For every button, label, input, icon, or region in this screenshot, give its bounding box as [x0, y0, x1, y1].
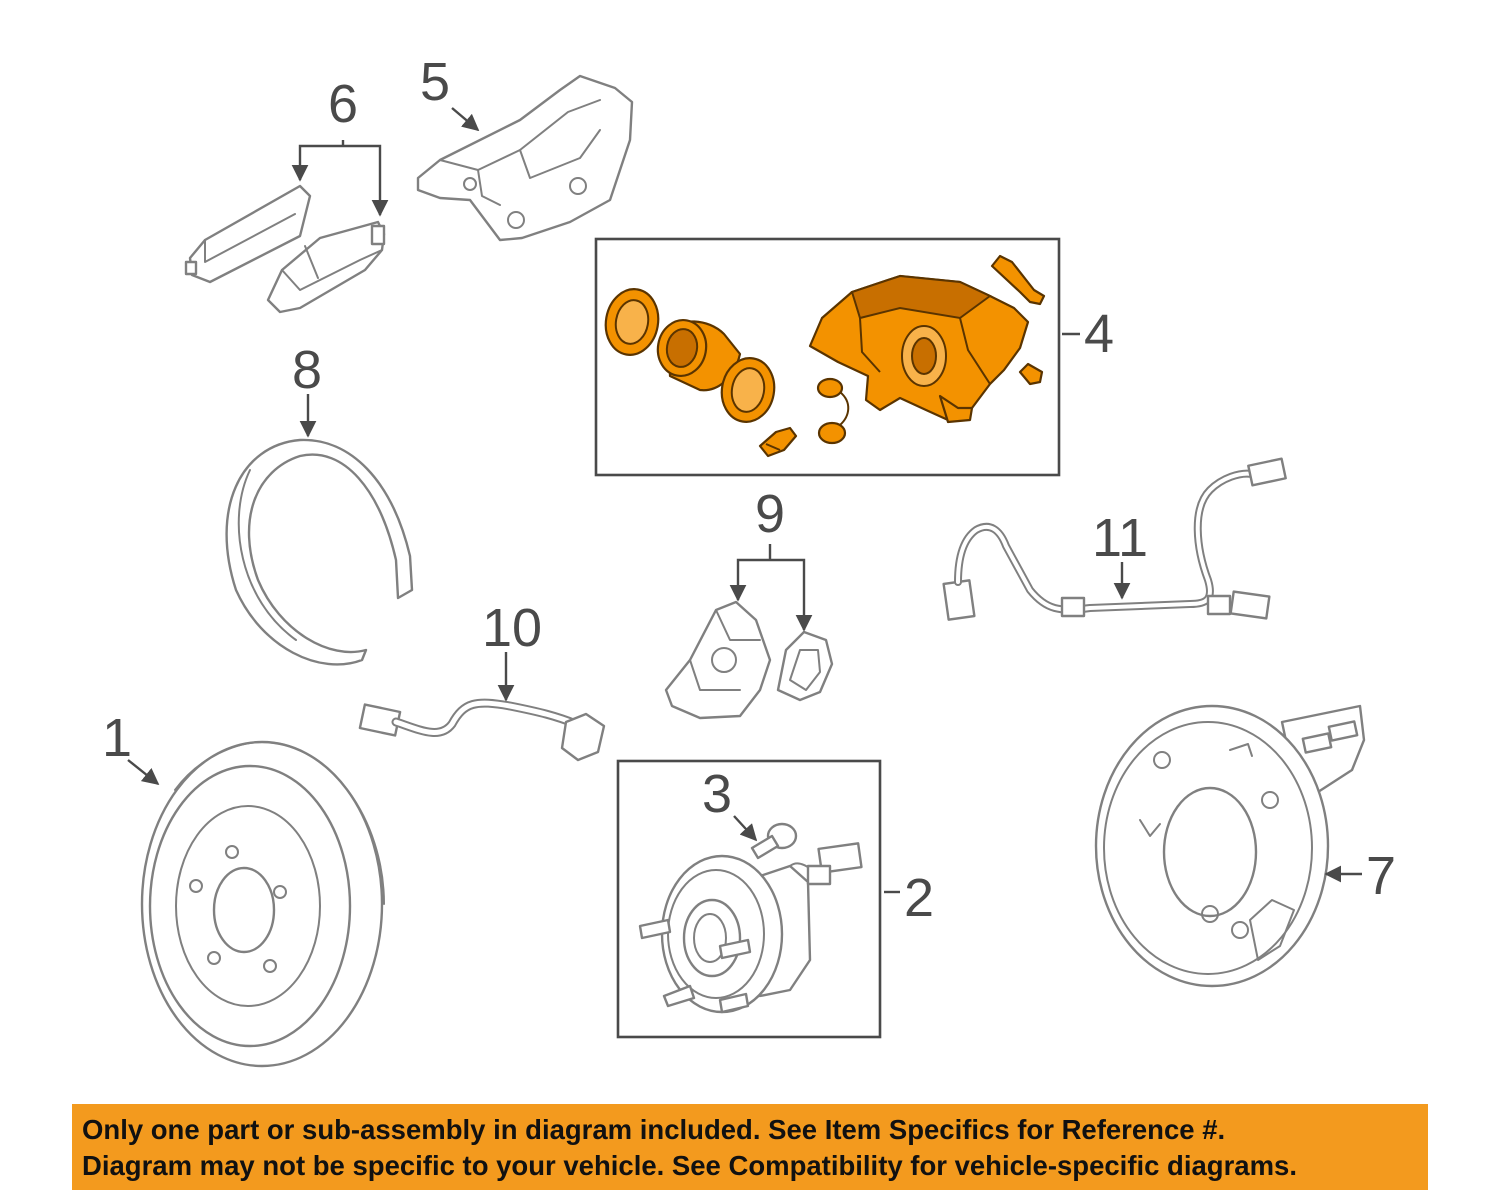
callout-1-leader: [127, 759, 160, 786]
abs-sensor-harness-part-10[interactable]: [358, 698, 606, 762]
brake-rotor-part-1[interactable]: [140, 740, 385, 1068]
callout-5-leader: [451, 107, 480, 132]
callout-1: 1: [102, 708, 132, 768]
callout-8: 8: [292, 340, 322, 400]
backing-plate-part-7[interactable]: [1094, 704, 1366, 988]
disclaimer-line-1: Only one part or sub-assembly in diagram…: [82, 1114, 1226, 1145]
callout-11: 11: [1092, 508, 1148, 568]
callout-4: 4: [1084, 304, 1114, 364]
callout-9: 9: [755, 484, 785, 544]
caliper-assembly-part-4[interactable]: [601, 254, 1046, 458]
callout-10: 10: [482, 598, 542, 658]
part-4-group-box: [594, 237, 1061, 477]
disclaimer-line-2: Diagram may not be specific to your vehi…: [82, 1150, 1297, 1181]
parking-brake-actuator-part-9[interactable]: [664, 600, 834, 720]
callout-3: 3: [702, 764, 732, 824]
callout-6: 6: [328, 74, 358, 134]
part-2-group-box: [616, 759, 882, 1039]
callout-7: 7: [1366, 846, 1396, 906]
hub-bearing-part-2[interactable]: [638, 842, 863, 1014]
callout-9-leader: [729, 544, 813, 632]
brake-pads-part-6[interactable]: [184, 184, 386, 314]
wheel-bolt-part-3[interactable]: [750, 822, 798, 860]
abs-sensor-harness-part-11[interactable]: [942, 457, 1287, 621]
callout-6-leader: [291, 140, 389, 217]
callout-5: 5: [420, 52, 450, 112]
callout-2: 2: [904, 868, 934, 928]
parking-brake-shoe-part-8[interactable]: [225, 438, 414, 666]
callout-3-leader: [733, 815, 758, 842]
disclaimer-banner: Only one part or sub-assembly in diagram…: [72, 1104, 1428, 1190]
caliper-bracket-part-5[interactable]: [416, 74, 634, 242]
